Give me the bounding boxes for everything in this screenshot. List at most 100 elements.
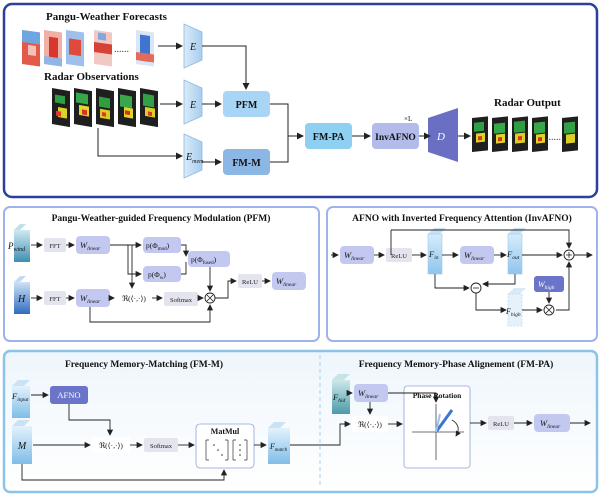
fmpa-relu: [488, 416, 514, 430]
inv-title: AFNO with Inverted Frequency Attention (…: [352, 213, 572, 224]
fmpa-block: [305, 123, 352, 149]
encoder-e2-label: E: [189, 100, 196, 111]
decoder-block: [428, 108, 458, 162]
fmpa-title: Frequency Memory-Phase Alignement (FM-PA…: [359, 359, 554, 370]
fmpa-wlinear2: [534, 414, 570, 432]
fmm-re-label: ℜ(⟨·,·⟩): [99, 441, 123, 450]
pwind-label: Pwind: [7, 241, 26, 253]
fmm-afno: [50, 386, 88, 404]
pfm-softmax: [164, 292, 198, 306]
inv-fhigh-label: Fhigh: [505, 307, 521, 318]
pfm-re: [116, 290, 152, 306]
pfm-pw-label: p(Φw): [148, 270, 166, 281]
inv-multiply-node: [543, 304, 555, 316]
pfm-pmod-label: p(Φmod): [146, 241, 170, 252]
pfm-softmax-label: Softmax: [170, 297, 193, 304]
inv-relu: [386, 248, 412, 262]
pfm-pfused-label: p(Φfused): [191, 255, 217, 266]
fmm-block: [223, 149, 270, 175]
inv-minus-node: [470, 282, 482, 294]
fmm-block-label: FM-M: [232, 158, 261, 169]
pfm-block: [223, 91, 270, 117]
pfm-wlinear2-label: Wlinear: [80, 293, 101, 305]
pangu-dots: ......: [114, 44, 129, 55]
radar-output-images: [472, 116, 578, 152]
inv-fout-label: Fout: [506, 249, 520, 261]
pfm-fft2-label: FFT: [49, 296, 60, 303]
pfm-fft1-label: FFT: [49, 243, 60, 250]
fmpa-fhid-cube: [332, 374, 350, 414]
inv-wlinear2: [460, 246, 494, 264]
pfm-relu-label: ReLU: [242, 279, 258, 286]
fmpa-phase-label: Phase Rotation: [413, 391, 462, 400]
fmpa-wlinear2-label: Wlinear: [540, 418, 561, 430]
fmpa-re-label: ℜ(⟨·,·⟩): [358, 420, 382, 429]
pfm-multiply-node: [204, 292, 216, 304]
fmpa-relu-label: ReLU: [493, 421, 509, 428]
pfm-wlinear2: [76, 289, 110, 307]
fmpa-re: [352, 416, 388, 432]
inv-wlinear2-label: Wlinear: [464, 250, 485, 262]
encoder-mem-label: Emem: [185, 152, 204, 165]
pfm-wlinear1-label: Wlinear: [80, 240, 101, 252]
invafno-block-label: InvAFNO: [375, 133, 416, 143]
fmm-fmatch-cube: [268, 422, 290, 464]
radar-observation-images: [52, 88, 158, 128]
fmpa-phase-rotation: [403, 385, 471, 469]
inv-whigh: [534, 276, 564, 292]
fmm-finput-cube: [12, 380, 30, 418]
inv-relu-label: ReLU: [391, 253, 407, 260]
encoder-radar: [183, 79, 203, 125]
fmm-arrows: [21, 391, 267, 481]
inv-whigh-label: Whigh: [538, 280, 555, 291]
fmm-matmul-label: MatMul: [211, 427, 240, 436]
fmm-softmax: [144, 438, 178, 452]
inv-wlinear1-label: Wlinear: [344, 250, 365, 262]
encoder-e1-label: E: [189, 42, 196, 53]
output-title: Radar Output: [494, 97, 561, 109]
pfm-fft1: [44, 238, 66, 252]
inv-fin-label: Fin: [428, 249, 439, 261]
fmm-matmul: [195, 423, 255, 469]
pfm-block-label: PFM: [236, 100, 258, 111]
pfm-arrows: [31, 241, 271, 323]
pfm-pfused: [188, 251, 230, 267]
fmpa-fhid-label: Fhid: [332, 392, 345, 404]
fmpa-block-label: FM-PA: [313, 132, 345, 143]
pwind-cube: [14, 224, 30, 262]
pfm-re-label: ℜ(⟨·,·⟩): [122, 294, 146, 303]
invafno-block: [372, 123, 419, 149]
radar-title: Radar Observations: [44, 71, 140, 83]
inv-plus-node: [563, 249, 575, 261]
h-cube: [14, 276, 30, 314]
fmm-softmax-label: Softmax: [150, 443, 173, 450]
invafno-panel: [326, 206, 598, 342]
pfm-wlinear1: [76, 236, 110, 254]
pfm-title: Pangu-Weather-guided Frequency Modulatio…: [52, 213, 271, 224]
pfm-pw: [143, 266, 181, 282]
fmm-afno-label: AFNO: [57, 390, 80, 400]
times-l-label: ×L: [404, 115, 412, 123]
decoder-label: D: [436, 131, 445, 143]
fmpa-wlinear1-label: Wlinear: [358, 388, 379, 400]
fmm-title: Frequency Memory-Matching (FM-M): [65, 359, 223, 370]
top-arrows: [97, 42, 471, 166]
pfm-relu: [238, 274, 262, 288]
inv-arrows: [331, 229, 593, 314]
pangu-forecast-images: [22, 30, 154, 67]
pfm-wlinear3-label: Wlinear: [276, 276, 297, 288]
pfm-pmod: [143, 237, 181, 253]
h-label: H: [17, 294, 26, 305]
fmm-m-cube: [12, 420, 32, 464]
output-dots: ......: [546, 132, 561, 143]
fmm-re: [92, 437, 130, 453]
encoder-pangu: [183, 23, 203, 69]
inv-wlinear1: [340, 246, 374, 264]
fmpa-wlinear1: [354, 384, 388, 402]
pfm-wlinear3: [272, 272, 306, 290]
fmpa-arrows: [290, 389, 591, 446]
fmm-m-label: M: [17, 441, 27, 452]
pfm-fft2: [44, 291, 66, 305]
fmm-fmatch-label: Fmatch: [269, 442, 288, 453]
encoder-mem: [183, 133, 203, 179]
